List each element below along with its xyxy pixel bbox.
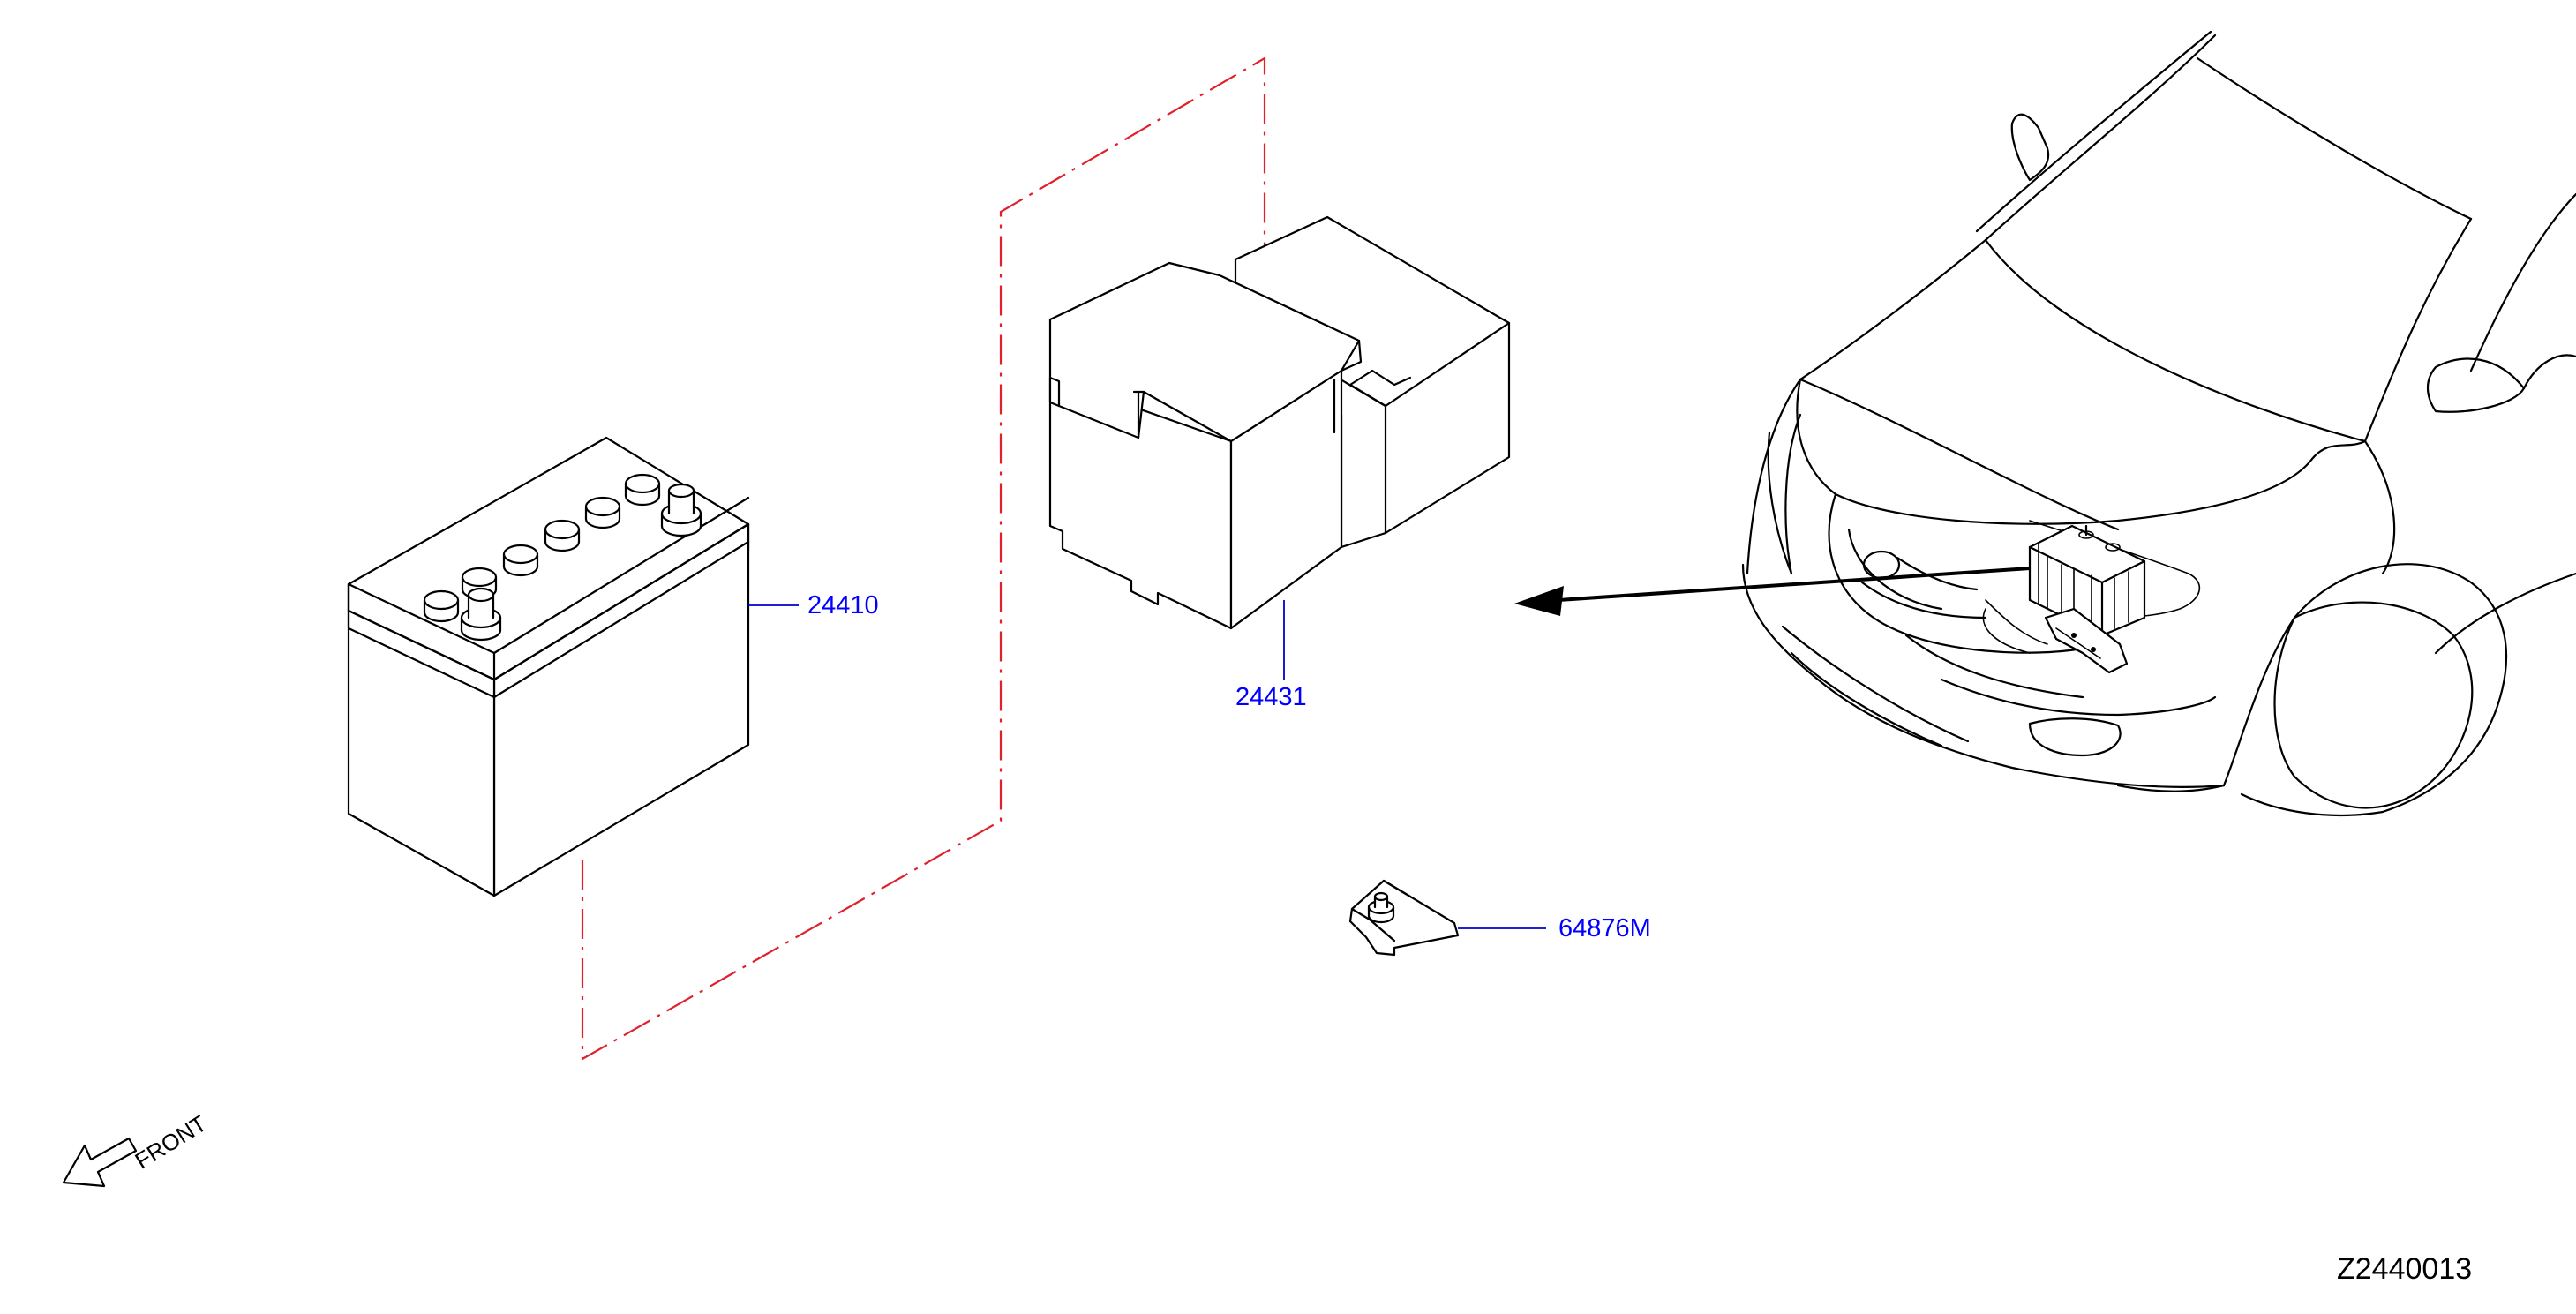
front-arrow-icon: [62, 1137, 138, 1188]
part-label-64876M[interactable]: 64876M: [1558, 914, 1651, 942]
battery-location-in-vehicle: [2028, 524, 2146, 674]
vehicle-front: [1741, 30, 2576, 816]
battery-cell-caps: [423, 473, 661, 623]
part-label-24431[interactable]: 24431: [1235, 683, 1307, 711]
part-label-24410[interactable]: 24410: [807, 591, 879, 619]
diagram-code: Z2440013: [2337, 1252, 2473, 1286]
battery: [347, 436, 750, 897]
battery-terminal-negative: [460, 587, 502, 642]
battery-cover: [1048, 215, 1511, 630]
phantom-line: [581, 56, 1266, 1061]
bracket: [1348, 879, 1460, 957]
battery-terminal-positive: [660, 483, 702, 537]
location-arrow-icon: [1514, 567, 2031, 616]
